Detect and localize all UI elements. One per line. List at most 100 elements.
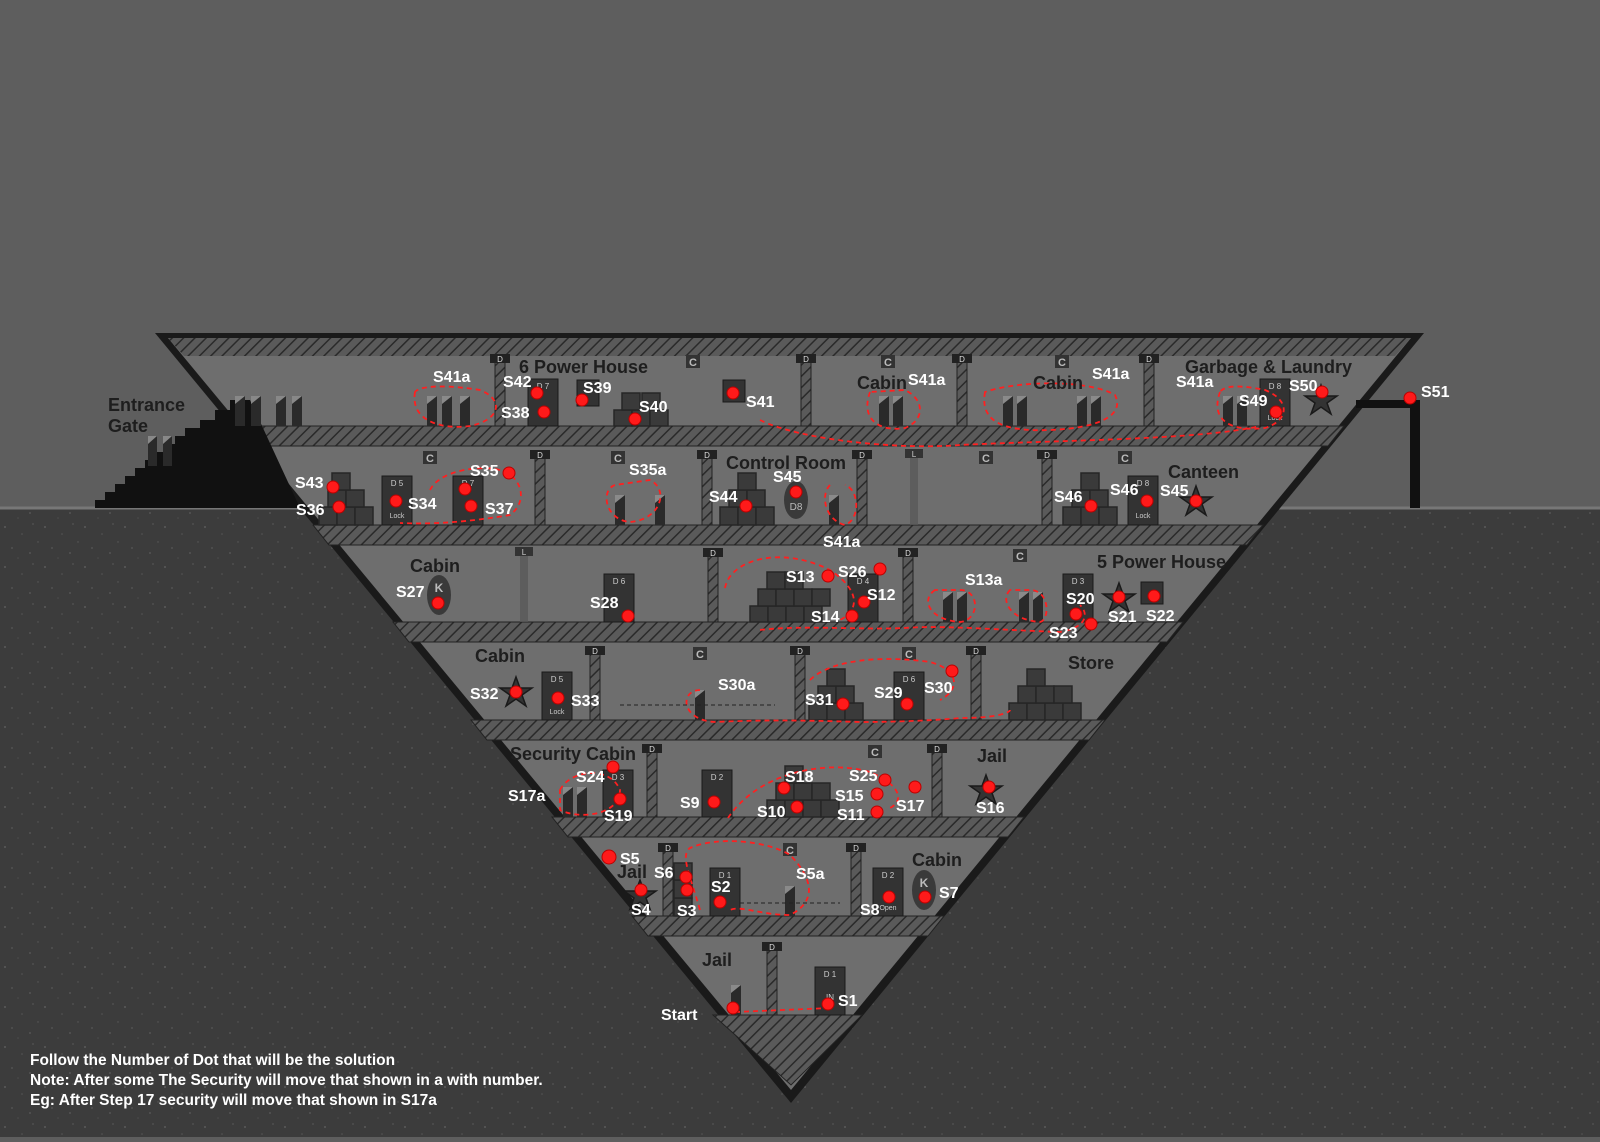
svg-text:C: C <box>1058 357 1066 369</box>
svg-text:S6: S6 <box>654 865 674 882</box>
svg-text:S43: S43 <box>295 475 324 492</box>
svg-text:C: C <box>884 357 892 369</box>
svg-text:L: L <box>522 548 527 557</box>
svg-text:S22: S22 <box>1146 608 1175 625</box>
room-label-cabin-top-1: Cabin <box>857 373 907 393</box>
svg-text:S3: S3 <box>677 903 697 920</box>
start-label: Start <box>661 1007 698 1024</box>
svg-text:S24: S24 <box>576 769 605 786</box>
svg-text:S41a: S41a <box>823 534 860 551</box>
entrance-stairs <box>95 400 300 508</box>
svg-text:S49: S49 <box>1239 393 1268 410</box>
svg-text:D 5: D 5 <box>551 675 564 684</box>
step-dots <box>326 385 1417 1015</box>
door-caps: D D D D D D D D D D D D D D D D D D <box>490 354 1159 952</box>
svg-text:S4: S4 <box>631 902 651 919</box>
floor-slab-2 <box>311 524 1265 546</box>
instruction-line-1: Follow the Number of Dot that will be th… <box>30 1052 396 1069</box>
room-label-cabin-f3: Cabin <box>410 556 460 576</box>
svg-text:D: D <box>1146 355 1152 364</box>
svg-text:C: C <box>786 845 794 857</box>
door-d7-top: D 7 <box>527 378 559 427</box>
room-label-cabin-f6: Cabin <box>912 850 962 870</box>
svg-text:S10: S10 <box>757 804 786 821</box>
svg-text:S5a: S5a <box>796 866 825 883</box>
room-label-jail-bottom: Jail <box>702 950 732 970</box>
svg-text:C: C <box>426 453 434 465</box>
room-label-cabin-top-2: Cabin <box>1033 373 1083 393</box>
door-d2-security: D 2 <box>701 769 733 818</box>
room-label-jail-f5: Jail <box>977 746 1007 766</box>
svg-text:S46: S46 <box>1054 489 1083 506</box>
svg-text:D 6: D 6 <box>613 577 626 586</box>
svg-text:D: D <box>803 355 809 364</box>
svg-text:D8: D8 <box>790 502 803 513</box>
svg-text:D: D <box>769 943 775 952</box>
svg-text:S8: S8 <box>860 902 880 919</box>
svg-text:S37: S37 <box>485 501 514 518</box>
laser-beams <box>520 455 918 622</box>
key-dial-s7: K <box>912 870 936 910</box>
svg-text:C: C <box>871 747 879 759</box>
svg-text:D: D <box>592 647 598 656</box>
room-label-store: Store <box>1068 653 1114 673</box>
svg-text:K: K <box>920 876 929 890</box>
svg-text:Lock: Lock <box>1268 415 1283 422</box>
room-label-power-house-5: 5 Power House <box>1097 552 1226 572</box>
floor-slab-3 <box>391 621 1185 643</box>
entrance-gate-icon <box>148 396 302 466</box>
svg-text:S12: S12 <box>867 587 896 604</box>
svg-text:S28: S28 <box>590 595 619 612</box>
svg-text:IN: IN <box>826 993 834 1002</box>
svg-text:S9: S9 <box>680 795 700 812</box>
svg-text:D: D <box>797 647 803 656</box>
svg-text:S39: S39 <box>583 380 612 397</box>
room-label-control-room: Control Room <box>726 453 846 473</box>
svg-text:C: C <box>614 453 622 465</box>
svg-text:S19: S19 <box>604 808 633 825</box>
svg-text:S41a: S41a <box>1092 366 1129 383</box>
svg-text:D: D <box>859 451 865 460</box>
svg-text:D: D <box>704 451 710 460</box>
svg-text:Lock: Lock <box>1136 513 1151 520</box>
svg-text:C: C <box>1016 551 1024 563</box>
exit-frame <box>1356 400 1420 508</box>
svg-text:S15: S15 <box>835 788 864 805</box>
svg-text:S35a: S35a <box>629 462 666 479</box>
svg-text:C: C <box>905 649 913 661</box>
step-labels: S1 S2 S3 S4 S5 S5a S6 S7 S8 S9 S10 S11 S… <box>295 366 1450 1010</box>
svg-text:D 2: D 2 <box>711 773 724 782</box>
svg-text:D: D <box>665 844 671 853</box>
floor-slab-1 <box>231 425 1346 447</box>
svg-text:Lock: Lock <box>390 513 405 520</box>
svg-text:S27: S27 <box>396 584 425 601</box>
svg-text:S2: S2 <box>711 879 731 896</box>
svg-text:C: C <box>982 453 990 465</box>
floor-slab-6 <box>630 915 946 937</box>
svg-text:S1: S1 <box>838 993 858 1010</box>
svg-text:S51: S51 <box>1421 384 1450 401</box>
svg-text:S32: S32 <box>470 686 499 703</box>
svg-text:S17: S17 <box>896 798 925 815</box>
svg-text:D: D <box>649 745 655 754</box>
svg-text:D: D <box>973 647 979 656</box>
svg-text:D 2: D 2 <box>882 871 895 880</box>
svg-text:D: D <box>497 355 503 364</box>
svg-text:S29: S29 <box>874 685 903 702</box>
entrance-label: Entrance <box>108 395 185 415</box>
room-label-power-house-6: 6 Power House <box>519 357 648 377</box>
svg-text:S36: S36 <box>296 502 325 519</box>
svg-text:S44: S44 <box>709 489 738 506</box>
svg-text:D 8: D 8 <box>1137 479 1150 488</box>
svg-text:D: D <box>905 549 911 558</box>
svg-text:D 3: D 3 <box>1072 577 1085 586</box>
floor-slab-7 <box>711 1014 864 1086</box>
svg-text:D: D <box>710 549 716 558</box>
svg-text:S45: S45 <box>1160 483 1189 500</box>
svg-text:S35: S35 <box>470 463 499 480</box>
svg-text:D 5: D 5 <box>391 479 404 488</box>
gate-label: Gate <box>108 416 148 436</box>
svg-text:S46: S46 <box>1110 482 1139 499</box>
instruction-line-2: Note: After some The Security will move … <box>30 1072 543 1089</box>
